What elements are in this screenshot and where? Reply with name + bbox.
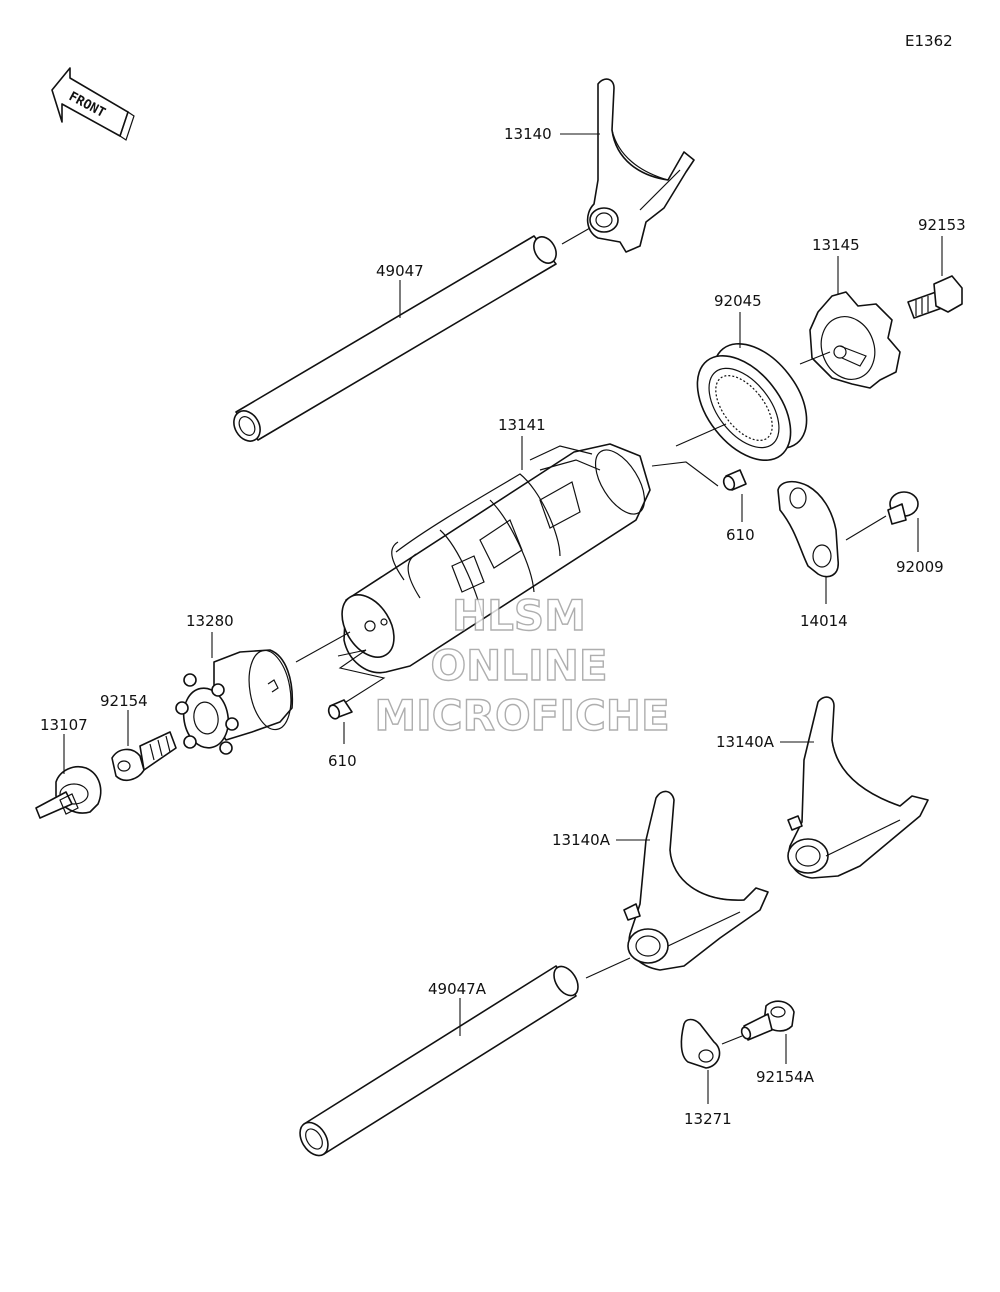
shift-fork-shaft-49047[interactable] bbox=[229, 233, 561, 446]
shift-cam-13107[interactable] bbox=[35, 766, 102, 819]
label-13140A-right: 13140A bbox=[716, 733, 775, 751]
label-13271: 13271 bbox=[684, 1110, 732, 1128]
label-92153: 92153 bbox=[918, 216, 966, 234]
watermark-line-1: HLSM bbox=[452, 591, 586, 640]
label-92154A: 92154A bbox=[756, 1068, 815, 1086]
label-13141: 13141 bbox=[498, 416, 546, 434]
label-610-lower: 610 bbox=[328, 752, 357, 770]
label-14014: 14014 bbox=[800, 612, 848, 630]
label-92045: 92045 bbox=[714, 292, 762, 310]
watermark: HLSM ONLINE MICROFICHE bbox=[374, 590, 671, 740]
shift-fork-13140[interactable] bbox=[586, 78, 695, 253]
plate-14014[interactable] bbox=[777, 480, 839, 578]
diagram-code: E1362 bbox=[905, 32, 953, 50]
pin-610-upper[interactable] bbox=[722, 469, 747, 491]
label-13107: 13107 bbox=[40, 716, 88, 734]
label-13140: 13140 bbox=[504, 125, 552, 143]
bolt-92154A[interactable] bbox=[740, 1000, 795, 1041]
shift-drum-pin-holder-13280[interactable] bbox=[175, 647, 297, 755]
screw-92009[interactable] bbox=[887, 491, 919, 525]
front-arrow-icon: FRONT bbox=[51, 67, 135, 141]
shift-fork-shaft-49047A[interactable] bbox=[294, 962, 583, 1160]
watermark-line-2: ONLINE bbox=[430, 641, 607, 690]
label-49047: 49047 bbox=[376, 262, 424, 280]
bearing-92045[interactable] bbox=[679, 327, 826, 478]
label-49047A: 49047A bbox=[428, 980, 487, 998]
pin-610-lower[interactable] bbox=[327, 699, 353, 720]
bolt-92153[interactable] bbox=[907, 275, 963, 319]
label-13280: 13280 bbox=[186, 612, 234, 630]
bolt-92154[interactable] bbox=[111, 731, 177, 782]
shift-drum-cam-13145[interactable] bbox=[809, 291, 901, 389]
label-610-upper: 610 bbox=[726, 526, 755, 544]
label-13145: 13145 bbox=[812, 236, 860, 254]
label-92154: 92154 bbox=[100, 692, 148, 710]
shift-drum-13141[interactable] bbox=[331, 442, 654, 674]
shift-fork-13140A-left[interactable] bbox=[623, 790, 769, 971]
label-92009: 92009 bbox=[896, 558, 944, 576]
plate-13271[interactable] bbox=[680, 1018, 721, 1069]
label-13140A-left: 13140A bbox=[552, 831, 611, 849]
shift-fork-13140A-right[interactable] bbox=[787, 696, 929, 879]
watermark-line-3: MICROFICHE bbox=[374, 691, 669, 740]
